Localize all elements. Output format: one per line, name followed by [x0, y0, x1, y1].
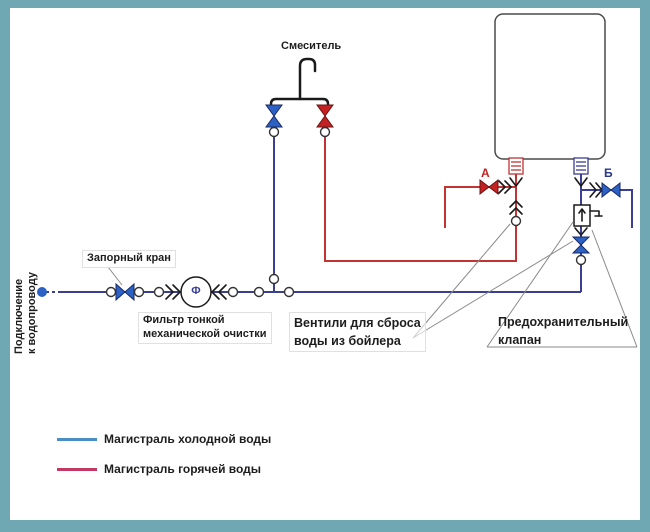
shutoff-valve [105, 282, 145, 302]
safety-valve-label-line1: Предохранительный [498, 315, 629, 329]
mixer-label: Смеситель [281, 40, 342, 52]
filter-letter: Ф [191, 285, 201, 297]
filter-label-line2: механической очистки [143, 327, 267, 340]
boiler-body [494, 13, 606, 160]
water-supply-label-line2: к водопроводу [26, 272, 38, 354]
leader-lines [107, 221, 638, 348]
mixer-spout [298, 57, 317, 101]
water-supply-label-line1: Подключение [13, 278, 25, 354]
boiler [494, 13, 606, 175]
drain-port-a [509, 200, 523, 227]
drain-valves-label-line1: Вентили для сброса [294, 316, 421, 330]
valve-a [479, 178, 499, 196]
boiler-cold-stub [573, 157, 589, 175]
outlet-b-label: Б [604, 166, 613, 180]
boiler-hot-stub [508, 157, 524, 175]
legend-cold-swatch [57, 438, 97, 441]
legend-hot-label: Магистраль горячей воды [104, 462, 262, 476]
shutoff-valve-label: Запорный кран [82, 250, 176, 268]
mixer-assembly [265, 57, 334, 138]
filter-label-line1: Фильтр тонкой [143, 314, 225, 326]
drain-valves-label-line2: воды из бойлера [294, 334, 401, 349]
legend-cold-label: Магистраль холодной воды [104, 432, 272, 446]
hot-outlet-assembly [479, 177, 523, 227]
safety-valve-label: Предохранительный клапан [498, 313, 628, 349]
safety-valve [573, 204, 603, 227]
water-supply-point [37, 287, 47, 297]
cold-water-pipes [37, 137, 633, 297]
filter-label: Фильтр тонкой механической очистки [138, 312, 272, 344]
safety-valve-label-line2: клапан [498, 333, 542, 348]
filter-body [180, 276, 212, 308]
outlet-a-label: А [481, 166, 490, 180]
hot-water-pipes [324, 137, 517, 262]
mixer-hot-valve [316, 104, 334, 138]
cold-inlet-assembly [571, 177, 621, 266]
valve-b [601, 181, 621, 199]
mixer-tee-fittings [253, 273, 295, 298]
mixer-cold-valve [265, 104, 283, 138]
legend-hot-swatch [57, 468, 97, 471]
drain-valve-b [571, 227, 591, 266]
drain-valves-label: Вентили для сброса воды из бойлера [289, 312, 426, 353]
filter-assembly [153, 276, 239, 308]
